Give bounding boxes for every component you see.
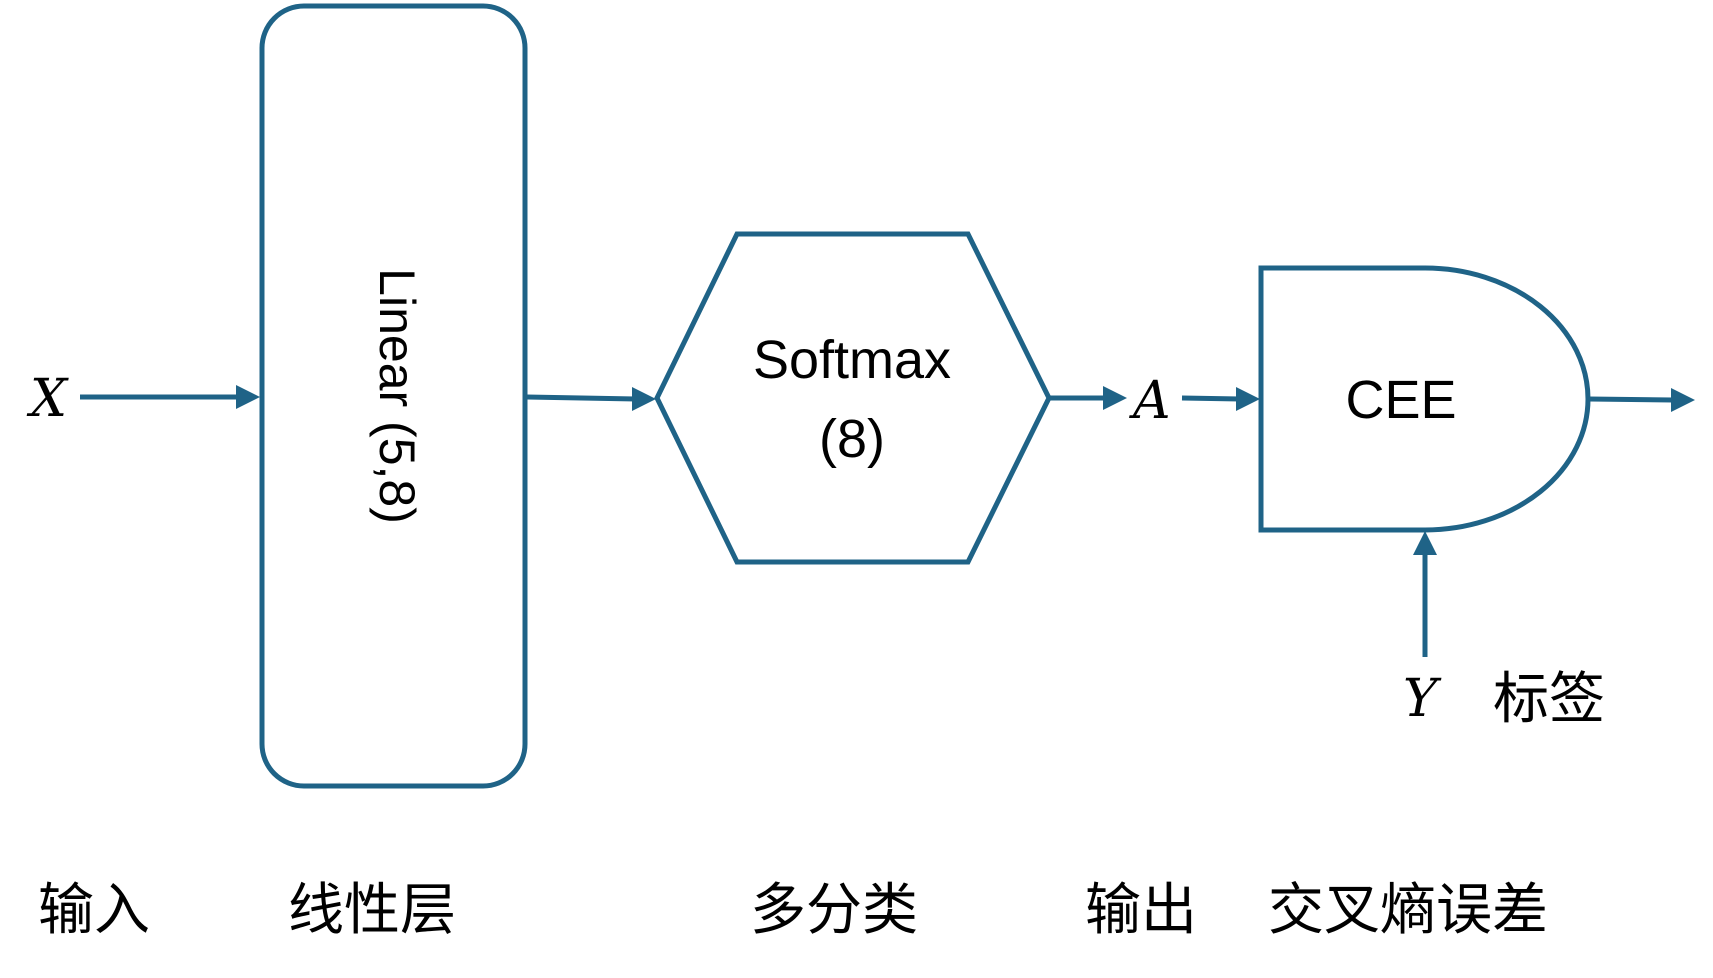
softmax-size-label: (8) [819, 409, 885, 469]
caption-linear-layer: 线性层 [288, 878, 456, 943]
arrow-linear-to-softmax [526, 387, 656, 411]
softmax-hexagon [654, 231, 1052, 565]
arrow-a-to-cee [1181, 387, 1260, 411]
caption-output: 输出 [1085, 878, 1197, 943]
label-caption: 标签 [1493, 667, 1605, 732]
softmax-label: Softmax [753, 330, 951, 390]
arrow-softmax-to-a [1050, 386, 1127, 410]
caption-input: 输入 [38, 878, 150, 943]
linear-layer-label: Linear (5,8) [369, 268, 425, 524]
input-x-symbol: X [26, 369, 69, 429]
arrow-y-to-cee [1413, 531, 1437, 657]
cee-gate [1258, 265, 1591, 533]
linear-layer-box [259, 3, 528, 789]
label-y-symbol: Y [1403, 669, 1442, 729]
caption-multi-class: 多分类 [750, 878, 918, 943]
arrow-x-to-linear [80, 385, 260, 409]
output-a-symbol: A [1129, 371, 1171, 431]
arrow-cee-output [1588, 388, 1695, 412]
cee-label: CEE [1345, 370, 1456, 430]
caption-cross-entropy: 交叉熵误差 [1268, 878, 1548, 943]
